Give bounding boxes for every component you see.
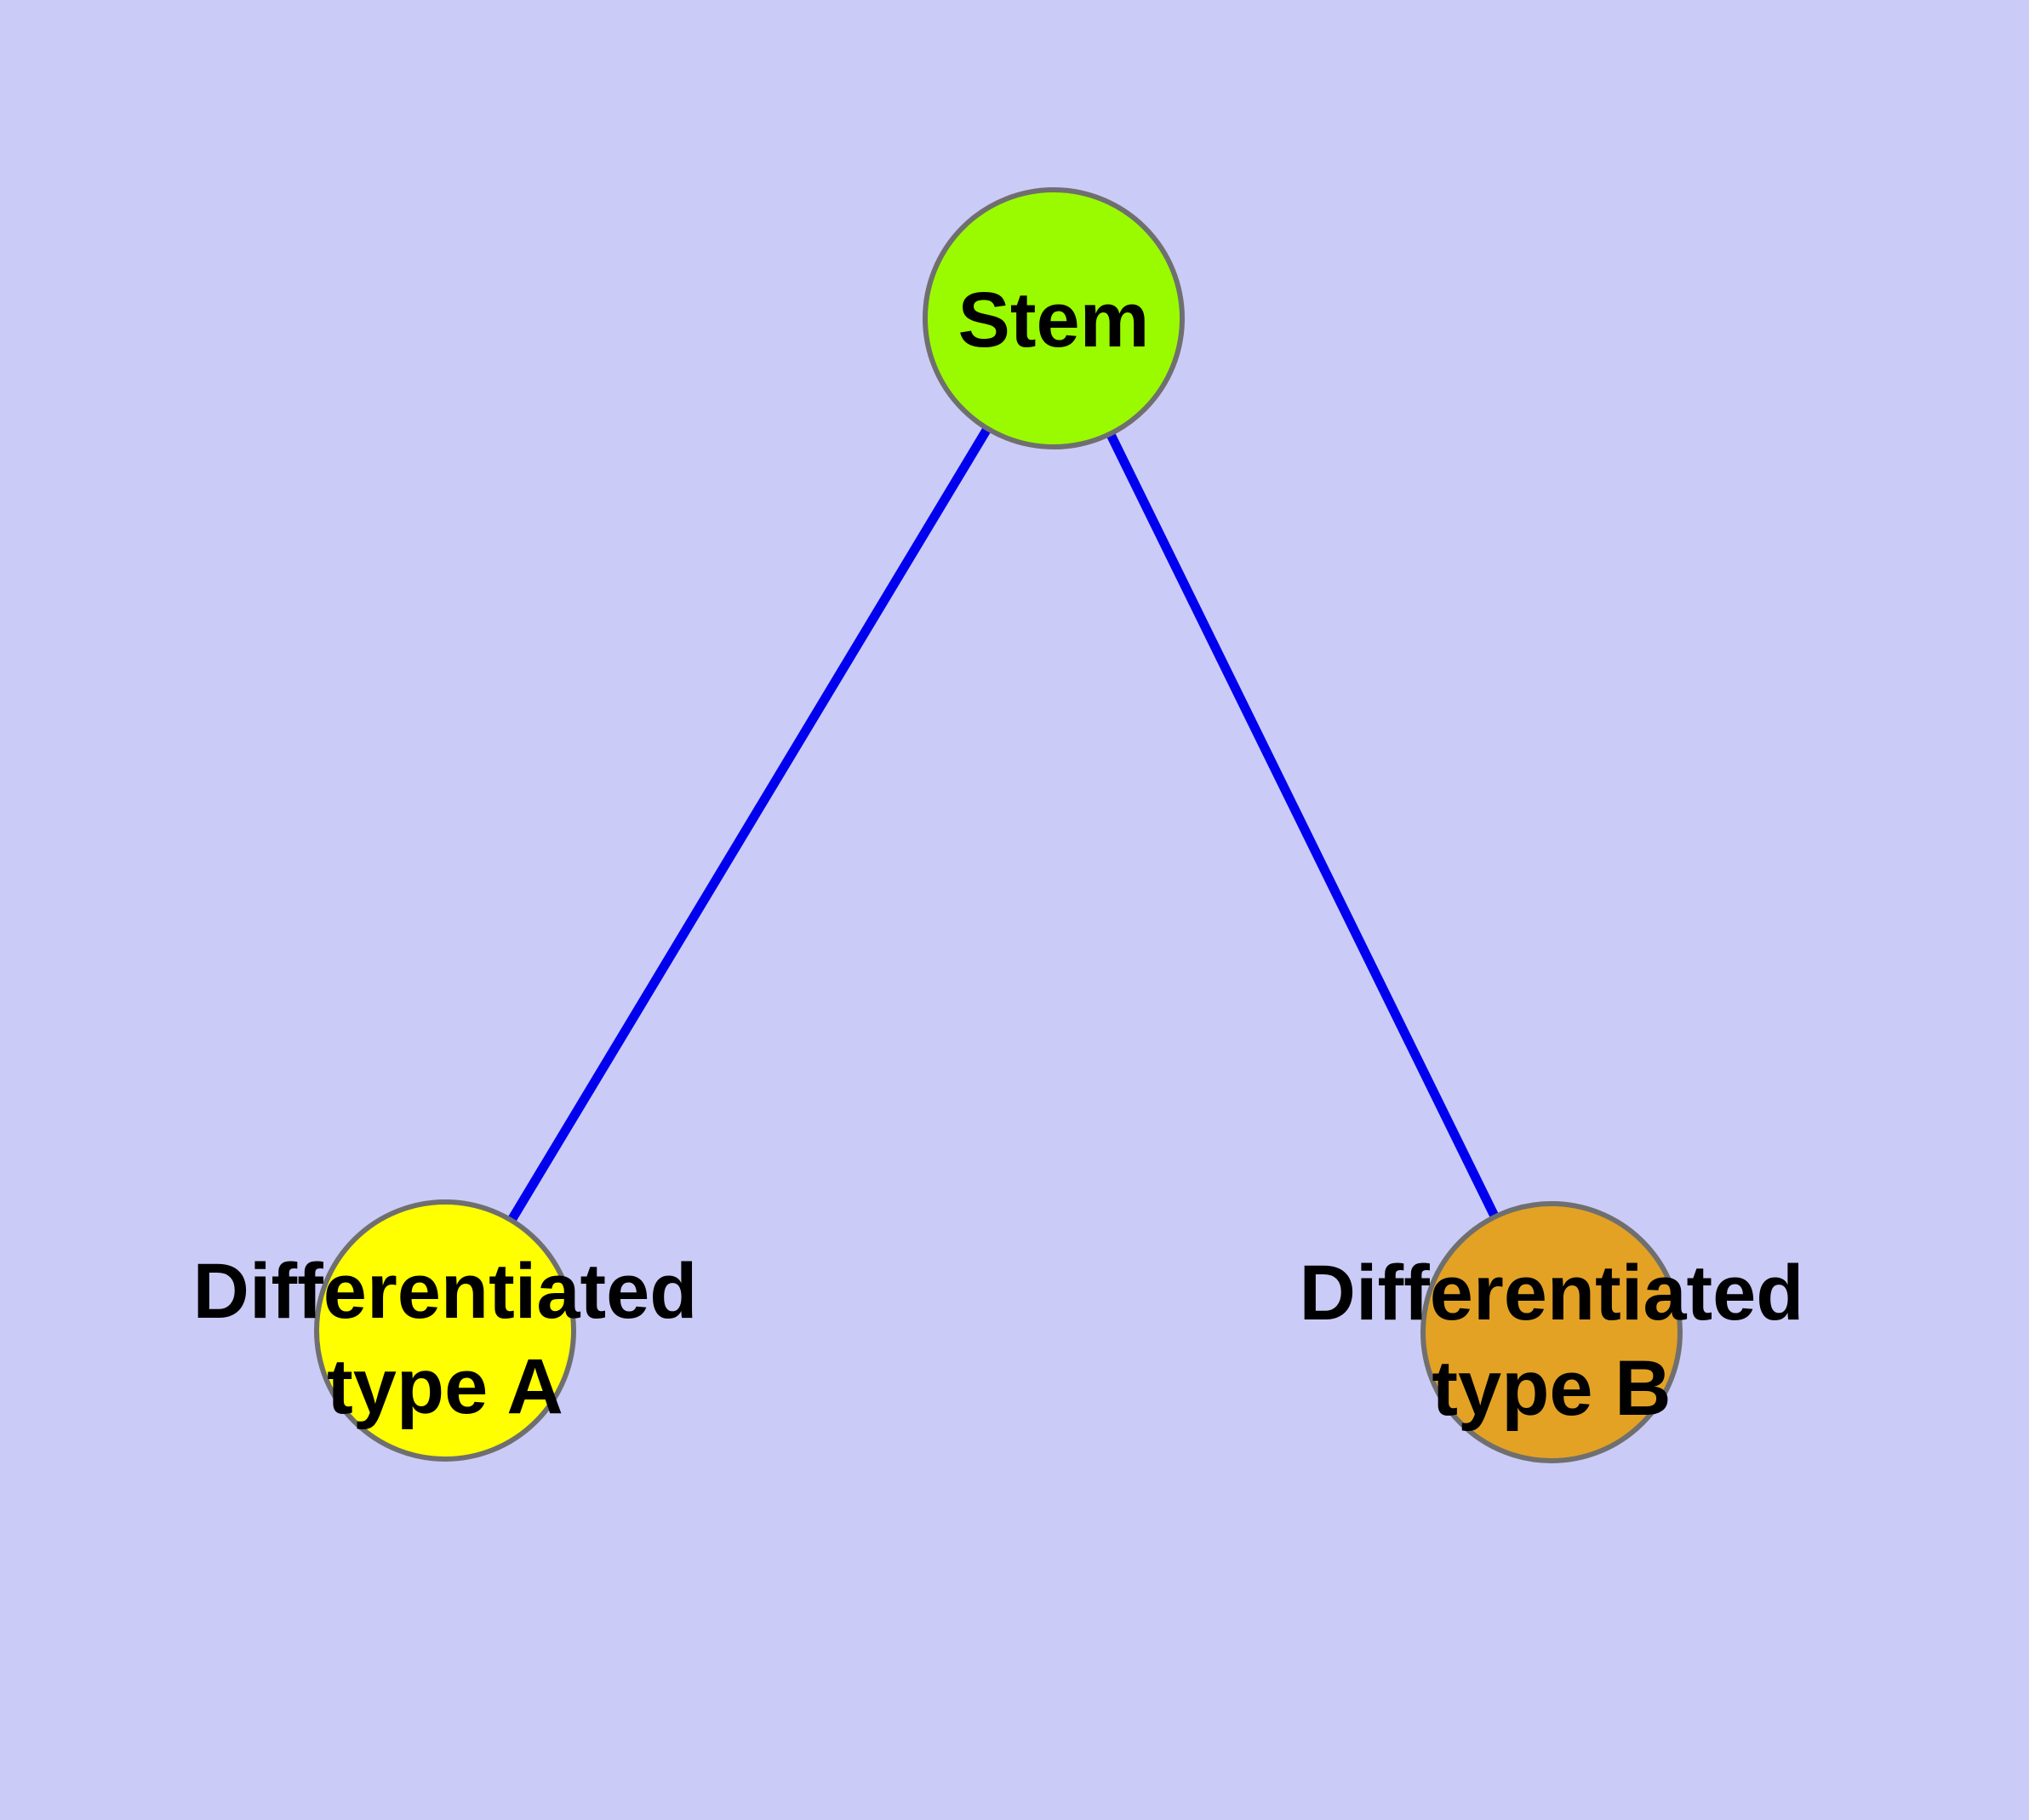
edge-stem-to-type-b <box>1049 316 1556 1335</box>
type-b-node <box>1420 1201 1683 1463</box>
type-a-label-line1: Differentiated <box>193 1248 698 1335</box>
type-a-node <box>314 1199 576 1462</box>
stem-node-label: Stem <box>958 277 1150 363</box>
edge-stem-to-type-a <box>441 316 1058 1333</box>
type-a-label-line2: type A <box>327 1343 563 1430</box>
type-b-label-line1: Differentiated <box>1300 1250 1804 1336</box>
stem-node <box>923 187 1185 449</box>
type-b-label-line2: type B <box>1432 1345 1671 1432</box>
